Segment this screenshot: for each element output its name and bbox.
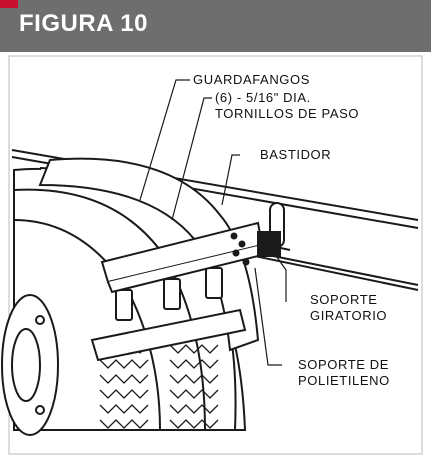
label-frame: BASTIDOR (260, 147, 332, 162)
fender (38, 157, 260, 362)
fender-installation-diagram (1, 55, 423, 455)
label-bolts: (6) - 5/16" DIA. TORNILLOS DE PASO (215, 90, 359, 122)
leader-lines (139, 79, 287, 366)
label-swivel-line1: SOPORTE (310, 292, 378, 307)
header-accent (0, 0, 18, 8)
wheel-hub (1, 294, 59, 436)
diagram-border (8, 55, 423, 455)
label-swivel-line2: GIRATORIO (310, 308, 388, 323)
label-bolts-line1: (6) - 5/16" DIA. (215, 90, 311, 105)
figure-header (0, 0, 431, 52)
label-fender: GUARDAFANGOS (193, 72, 310, 87)
swivel-bracket (257, 202, 291, 257)
label-poly-bracket: SOPORTE DE POLIETILENO (298, 357, 390, 389)
label-bolts-line2: TORNILLOS DE PASO (215, 106, 360, 121)
fender-tabs (115, 267, 223, 321)
figure-title: FIGURA 10 (19, 10, 148, 37)
label-poly-line2: POLIETILENO (298, 373, 390, 388)
label-poly-line1: SOPORTE DE (298, 357, 390, 372)
label-swivel-bracket: SOPORTE GIRATORIO (310, 292, 387, 324)
